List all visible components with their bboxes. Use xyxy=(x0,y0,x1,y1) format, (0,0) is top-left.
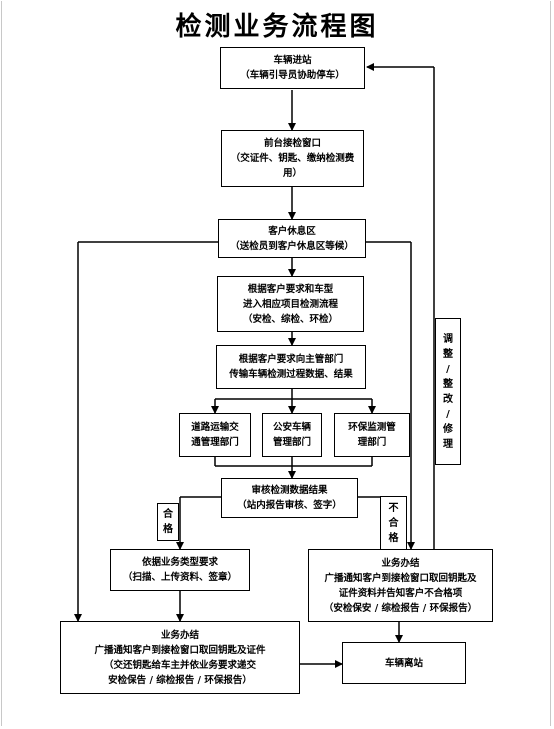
node-data-review: 审核检测数据结果 （站内报告审核、签字） xyxy=(221,478,358,518)
node-business-type: 依据业务类型要求 （扫描、上传资料、签章） xyxy=(110,549,250,591)
node-customer-lounge: 客户休息区 （送检员到客户休息区等候） xyxy=(218,219,366,258)
diagram-title: 检测业务流程图 xyxy=(175,12,379,42)
node-police-vehicle-dept: 公安车辆 管理部门 xyxy=(262,413,322,457)
node-front-desk: 前台接检窗口 （交证件、钥匙、缴纳检测费 用） xyxy=(221,130,364,187)
label-adjust-rectify-repair: 调 整 / 整 改 / 修 理 xyxy=(435,318,461,465)
node-pass-business-completion: 业务办结 广播通知客户到接检窗口取回钥匙及证件 （交还钥匙给车主并依业务要求递交… xyxy=(60,621,300,694)
node-fail-business-completion: 业务办结 广播通知客户到接检窗口取回钥匙及 证件资料并告知客户不合格项 （安检保… xyxy=(308,549,493,622)
node-env-monitoring-dept: 环保监测管 理部门 xyxy=(334,413,410,457)
label-pass: 合 格 xyxy=(157,503,179,541)
label-fail: 不 合 格 xyxy=(380,496,407,550)
node-inspection-process: 根据客户要求和车型 进入相应项目检测流程 （安检、综检、环检） xyxy=(217,276,364,332)
node-vehicle-departure: 车辆离站 xyxy=(342,642,466,684)
node-vehicle-arrival: 车辆进站 （车辆引导员协助停车） xyxy=(220,47,365,89)
node-road-transport-dept: 道路运输交 通管理部门 xyxy=(179,413,251,457)
node-data-transmission: 根据客户要求向主管部门 传输车辆检测过程数据、结果 xyxy=(216,345,366,389)
